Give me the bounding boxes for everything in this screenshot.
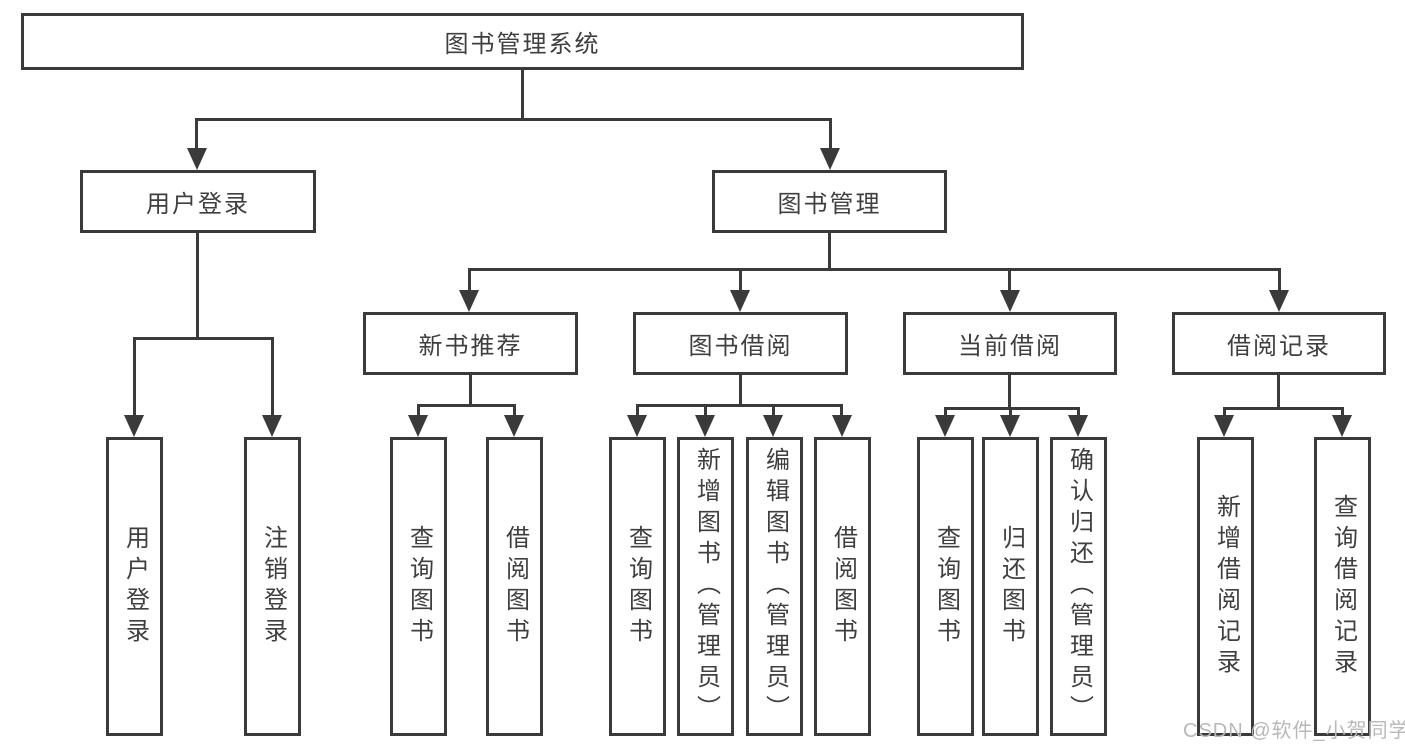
node-label: 图书管理系统	[444, 31, 601, 58]
connector-borrow-records-horizontal	[1223, 407, 1344, 410]
connector-stub	[1077, 407, 1080, 416]
arrow-down-icon	[832, 415, 852, 437]
node-label: 查询借阅记录	[1329, 493, 1357, 680]
node-book-borrow: 图书借阅	[633, 312, 848, 375]
arrow-down-icon	[763, 415, 783, 437]
node-label: 新书推荐	[418, 333, 523, 360]
connector-stub	[829, 118, 832, 150]
node-label: 编辑图书（管理员）	[761, 447, 789, 726]
node-leaf-add-borrow-record: 新增借阅记录	[1197, 437, 1254, 736]
node-leaf-query-borrow-record: 查询借阅记录	[1314, 437, 1371, 736]
node-label: 查询图书	[405, 524, 433, 649]
connector-stub	[513, 404, 516, 416]
arrow-down-icon	[1000, 415, 1020, 437]
node-book-management: 图书管理	[712, 170, 947, 233]
arrow-down-icon	[504, 415, 524, 437]
node-label: 借阅图书	[829, 524, 857, 649]
connector-current-borrow-vertical	[1008, 373, 1011, 410]
connector-stub	[417, 404, 420, 416]
connector-stub	[1008, 268, 1011, 291]
arrow-down-icon	[1332, 415, 1352, 437]
node-leaf-borrow-book-recommend: 借阅图书	[486, 437, 543, 736]
node-label: 查询图书	[932, 524, 960, 649]
arrow-down-icon	[730, 290, 750, 312]
node-label: 查询图书	[624, 524, 652, 649]
node-label: 归还图书	[997, 524, 1025, 649]
arrow-down-icon	[262, 415, 282, 437]
node-label: 新增图书（管理员）	[692, 447, 720, 726]
connector-new-book-vertical	[469, 373, 472, 405]
connector-stub	[1341, 407, 1344, 416]
node-label: 图书管理	[777, 191, 882, 218]
connector-root-vertical	[521, 67, 524, 118]
connector-stub	[840, 404, 843, 416]
node-label: 用户登录	[146, 191, 250, 218]
connector-book-mgmt-vertical	[828, 231, 831, 268]
node-label: 确认归还（管理员）	[1065, 447, 1093, 726]
connector-stub	[271, 337, 274, 416]
connector-stub	[468, 268, 471, 291]
connector-book-borrow-horizontal	[636, 404, 843, 407]
connector-stub	[739, 268, 742, 291]
node-leaf-edit-book-admin: 编辑图书（管理员）	[746, 437, 803, 736]
connector-new-book-horizontal	[417, 404, 516, 407]
connector-book-mgmt-horizontal	[468, 268, 1281, 271]
arrow-down-icon	[187, 148, 207, 170]
connector-stub	[704, 404, 707, 416]
node-label: 注销登录	[259, 524, 287, 649]
connector-level1-horizontal	[195, 118, 832, 121]
arrow-down-icon	[459, 290, 479, 312]
arrow-down-icon	[627, 415, 647, 437]
node-leaf-borrow-book-borrow: 借阅图书	[814, 437, 871, 736]
node-label: 借阅记录	[1227, 333, 1331, 360]
node-leaf-query-book-recommend: 查询图书	[390, 437, 447, 736]
node-leaf-logout: 注销登录	[244, 437, 301, 736]
node-leaf-user-login: 用户登录	[106, 437, 163, 736]
node-leaf-confirm-return-admin: 确认归还（管理员）	[1050, 437, 1107, 736]
connector-user-login-vertical	[196, 231, 199, 337]
node-current-borrow: 当前借阅	[903, 312, 1117, 375]
csdn-watermark: CSDN @软件_小贺同学	[1183, 720, 1405, 742]
arrow-down-icon	[935, 415, 955, 437]
node-new-book-recommend: 新书推荐	[363, 312, 578, 375]
node-label: 图书借阅	[688, 333, 793, 360]
arrow-down-icon	[1000, 290, 1020, 312]
arrow-down-icon	[408, 415, 428, 437]
connector-stub	[1278, 268, 1281, 291]
connector-user-login-horizontal	[133, 337, 274, 340]
connector-stub	[944, 407, 947, 416]
node-user-login-branch: 用户登录	[80, 170, 316, 233]
connector-stub	[772, 404, 775, 416]
node-label: 新增借阅记录	[1212, 493, 1240, 680]
connector-stub	[133, 337, 136, 416]
connector-current-borrow-horizontal	[944, 407, 1080, 410]
node-library-management-system: 图书管理系统	[21, 13, 1024, 70]
node-leaf-return-book: 归还图书	[982, 437, 1039, 736]
arrow-down-icon	[124, 415, 144, 437]
connector-stub	[636, 404, 639, 416]
node-leaf-add-book-admin: 新增图书（管理员）	[677, 437, 734, 736]
connector-stub	[1223, 407, 1226, 416]
arrow-down-icon	[820, 148, 840, 170]
connector-stub	[1009, 407, 1012, 416]
connector-stub	[195, 118, 198, 150]
node-leaf-query-book-current: 查询图书	[917, 437, 974, 736]
node-leaf-query-book-borrow: 查询图书	[609, 437, 666, 736]
node-borrow-records: 借阅记录	[1172, 312, 1386, 375]
arrow-down-icon	[1269, 290, 1289, 312]
node-label: 用户登录	[121, 524, 149, 649]
arrow-down-icon	[1214, 415, 1234, 437]
connector-book-borrow-vertical	[739, 373, 742, 405]
arrow-down-icon	[695, 415, 715, 437]
node-label: 当前借阅	[958, 333, 1062, 360]
arrow-down-icon	[1068, 415, 1088, 437]
connector-borrow-records-vertical	[1277, 373, 1280, 410]
node-label: 借阅图书	[501, 524, 529, 649]
